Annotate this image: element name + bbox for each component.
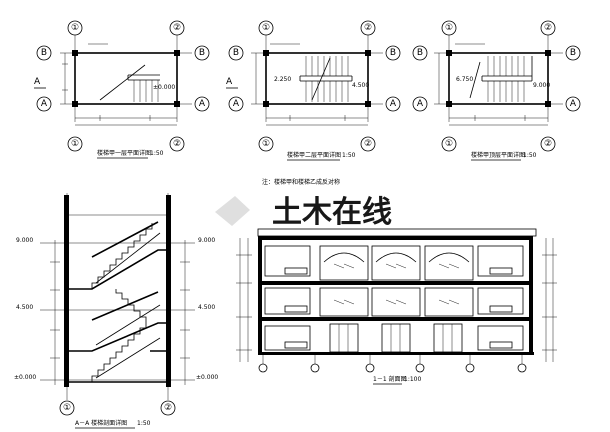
plan-title: 楼梯甲顶层平面详图 [471,151,525,159]
section-title: 1－1 剖面图 [373,375,407,383]
level-label: 9.000 [533,82,550,89]
section-aa: 9.000 4.500 ±0.000 9.000 4.500 ±0.000 ① … [14,193,218,429]
plan-second-floor: 2.250 4.500 A ① ② B B A A ① ② 楼梯甲二层平面详图 … [226,20,401,161]
level-label: ±0.000 [153,84,175,91]
axis-b-left: B [233,48,239,58]
axis-2-bottom: ② [173,139,181,149]
axis-a-left: A [41,99,48,109]
axis-1-top: ① [445,23,453,33]
level-label: 2.250 [274,76,291,83]
note-text: 注：楼梯甲和楼梯乙成反对称 [262,178,340,186]
plan-first-floor: ±0.000 A ① ② B B A A ① ② 楼梯甲一层平面详图 1:50 [34,20,210,159]
level-label: 4.500 [16,304,33,311]
plan-title: 楼梯甲一层平面详图 [97,149,151,157]
axis-b-right: B [199,48,205,58]
axis-1-bottom: ① [262,139,270,149]
section-mark: A [34,77,41,87]
axis-2-bottom: ② [364,139,372,149]
section-11: 1－1 剖面图 1:100 [236,228,557,385]
axis-a-left: A [233,99,240,109]
axis-b-right: B [570,48,576,58]
axis-a-right: A [570,99,577,109]
section-mark: A [226,77,233,87]
axis-b-left: B [417,48,423,58]
plan-scale: 1:50 [342,152,356,159]
section-scale: 1:50 [137,420,151,427]
section-title: A－A 楼梯剖面详图 [75,419,127,427]
axis-2-top: ② [364,23,372,33]
axis-1-top: ① [71,23,79,33]
level-label: ±0.000 [196,374,218,381]
axis-1-bottom: ① [71,139,79,149]
axis-2-top: ② [173,23,181,33]
level-label: 6.750 [456,76,473,83]
watermark: 土木在线 [215,195,392,230]
axis-2-bottom: ② [544,139,552,149]
level-label: 9.000 [16,237,33,244]
plan-top-floor: 6.750 9.000 ① ② B B A A ① ② 楼梯甲顶层平面详图 1:… [412,20,581,161]
axis-b-right: B [390,48,396,58]
level-label: 4.500 [198,304,215,311]
axis-1-top: ① [262,23,270,33]
watermark-text: 土木在线 [272,195,392,230]
level-label: 4.500 [352,82,369,89]
plan-scale: 1:50 [523,152,537,159]
plan-title: 楼梯甲二层平面详图 [287,151,341,159]
axis-b-left: B [41,48,47,58]
axis-2-top: ② [544,23,552,33]
section-scale: 1:100 [404,376,421,383]
axis-1-bottom: ① [445,139,453,149]
axis-2-bottom: ② [164,403,172,413]
axis-a-right: A [390,99,397,109]
axis-1-bottom: ① [63,403,71,413]
level-label: 9.000 [198,237,215,244]
axis-a-right: A [199,99,206,109]
plan-scale: 1:50 [150,150,164,157]
watermark-logo-icon [215,196,250,226]
axis-a-left: A [417,99,424,109]
level-label: ±0.000 [14,374,36,381]
